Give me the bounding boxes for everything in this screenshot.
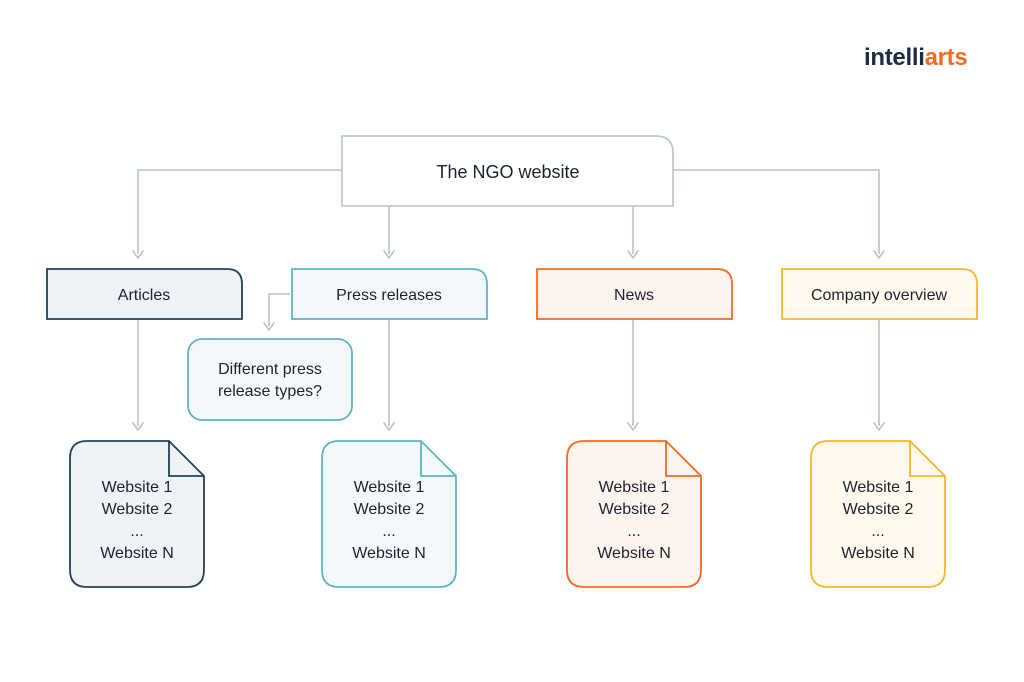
doc-line: ... [130,523,143,540]
articles-doc: Website 1 Website 2 ... Website N [69,440,205,588]
arrowhead-icon [132,250,144,259]
company-overview-label: Company overview [811,287,948,304]
note-line-2: release types? [218,383,322,400]
arrowheads [132,250,885,431]
articles-box [46,268,243,320]
doc-line: Website 1 [354,479,425,496]
company-overview-box [781,268,978,320]
arrowhead-icon [873,250,885,259]
doc-line: Website 1 [599,479,670,496]
category-news: News [536,268,733,320]
doc-line: ... [871,523,884,540]
doc-line: Website 2 [354,501,425,518]
root-node: The NGO website [341,135,674,207]
arrowhead-icon [263,322,275,331]
news-label: News [614,287,654,304]
document-fold [420,441,456,477]
arrowhead-icon [383,422,395,431]
intelliarts-logo: intelliarts [864,44,968,72]
connector-root-company [673,169,880,254]
doc-line: Website 2 [843,501,914,518]
press-release-note: Different press release types? [187,338,353,421]
document-icon [321,440,457,588]
arrowhead-icon [627,250,639,259]
company-overview-doc: Website 1 Website 2 ... Website N [810,440,946,588]
doc-line: Website 1 [102,479,173,496]
doc-line: Website N [597,545,671,562]
press-releases-label: Press releases [336,287,442,304]
articles-label: Articles [118,287,170,304]
doc-line: ... [382,523,395,540]
arrowhead-icon [873,422,885,431]
doc-line: Website 2 [599,501,670,518]
connector-root-articles [137,169,342,254]
root-box [341,135,674,207]
root-label: The NGO website [436,162,579,182]
doc-line: Website 2 [102,501,173,518]
category-articles: Articles [46,268,243,320]
doc-line: Website N [100,545,174,562]
doc-line: Website N [352,545,426,562]
document-icon [69,440,205,588]
document-icon [810,440,946,588]
document-fold [665,441,701,477]
category-press-releases: Press releases [291,268,488,320]
doc-line: ... [627,523,640,540]
doc-line: Website 1 [843,479,914,496]
logo-text-accent: arts [924,44,968,71]
category-boxes: Articles Press releases News Company ove… [46,268,978,320]
news-doc: Website 1 Website 2 ... Website N [566,440,702,588]
news-box [536,268,733,320]
note-box [187,338,353,421]
logo-text-dark: intelli [864,44,925,71]
doc-line: Website N [841,545,915,562]
document-fold [909,441,945,477]
press-releases-doc: Website 1 Website 2 ... Website N [321,440,457,588]
arrowhead-icon [383,250,395,259]
arrowhead-icon [627,422,639,431]
category-company-overview: Company overview [781,268,978,320]
document-icon [566,440,702,588]
document-fold [168,441,204,477]
document-stacks: Website 1 Website 2 ... Website N Websit… [69,440,946,588]
arrowhead-icon [132,422,144,431]
note-line-1: Different press [218,361,322,378]
connector-lines [137,169,880,426]
press-releases-box [291,268,488,320]
connector-press-note [268,293,290,326]
